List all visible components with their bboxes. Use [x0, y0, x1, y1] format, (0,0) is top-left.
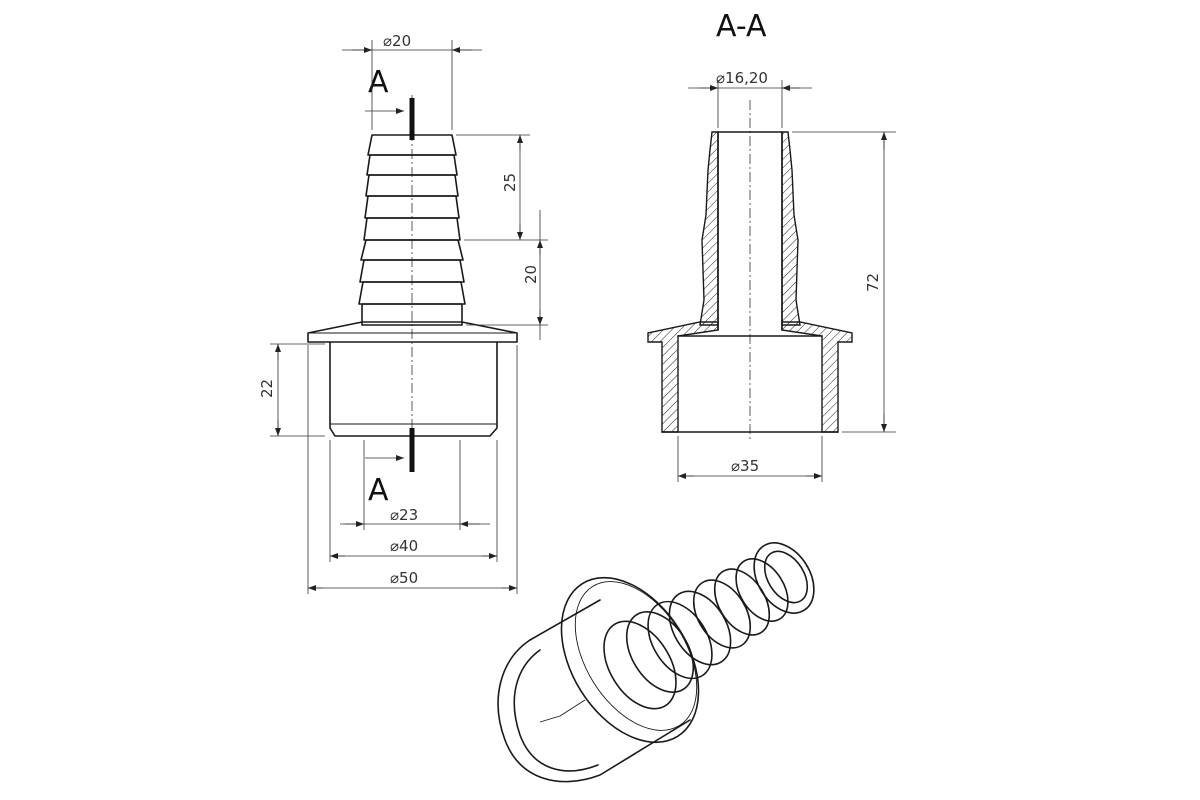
- section-wall-left: [699, 131, 719, 326]
- dim-dia-16-20: ⌀16,20: [688, 69, 812, 128]
- dim-dia-50: ⌀50: [307, 345, 518, 594]
- section-view: A-A ⌀16,20: [647, 9, 896, 482]
- dim-dia-23-text: ⌀23: [390, 506, 418, 524]
- dim-dia-40-text: ⌀40: [390, 537, 418, 555]
- section-label-bottom: A: [368, 473, 389, 508]
- iso-barbs: [603, 542, 815, 710]
- dim-dia-40: ⌀40: [329, 440, 498, 562]
- front-nozzle-upper: [363, 134, 461, 241]
- dim-dia-35-text: ⌀35: [731, 457, 759, 475]
- dim-dia-20: ⌀20: [342, 32, 482, 130]
- section-flange-right: [781, 321, 853, 433]
- dim-dia-50-text: ⌀50: [390, 569, 418, 587]
- section-flange-left: [647, 321, 719, 433]
- dim-len-20: 20: [466, 210, 548, 340]
- dim-len-22-text: 22: [258, 379, 276, 398]
- dim-len-22: 22: [258, 343, 325, 437]
- section-title: A-A: [716, 9, 767, 44]
- iso-bore: [763, 550, 809, 604]
- section-label-top: A: [368, 65, 389, 100]
- dim-dia-16-20-text: ⌀16,20: [716, 69, 768, 87]
- iso-flange: [560, 576, 700, 744]
- dim-len-72-text: 72: [864, 273, 882, 292]
- front-body: [329, 341, 498, 437]
- dim-len-25: 25: [456, 134, 548, 241]
- dim-dia-35: ⌀35: [677, 436, 823, 482]
- isometric-view: [497, 542, 815, 783]
- dim-len-72: 72: [792, 131, 896, 433]
- section-wall-right: [781, 131, 801, 326]
- dim-len-25-text: 25: [501, 173, 519, 192]
- dim-dia-23: ⌀23: [340, 440, 490, 530]
- dim-len-20-text: 20: [522, 265, 540, 284]
- front-view: A A ⌀20 25 20: [258, 32, 548, 594]
- dim-dia-20-text: ⌀20: [383, 32, 411, 50]
- front-nozzle-lower: [358, 239, 466, 326]
